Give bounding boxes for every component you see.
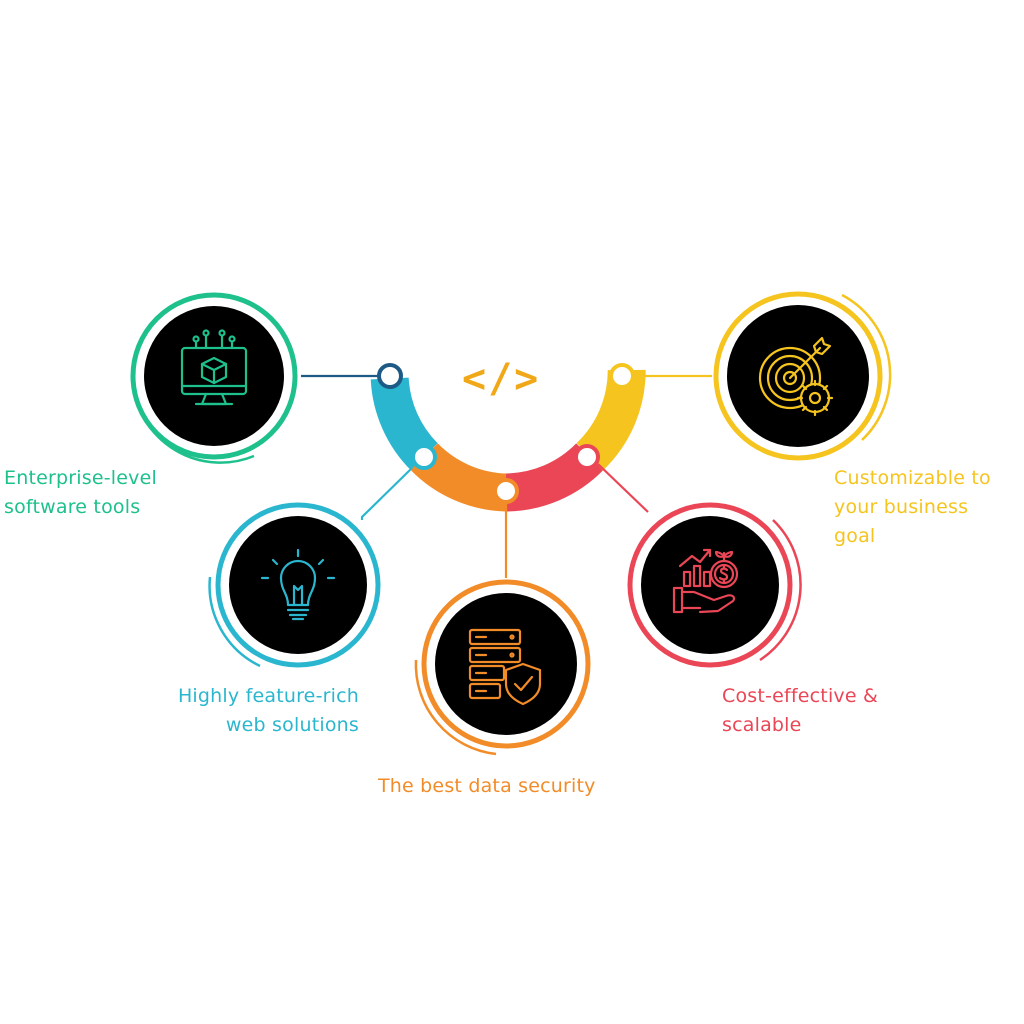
tail-ring bbox=[414, 659, 497, 756]
outer-ring bbox=[627, 502, 793, 668]
monitor-cube-icon bbox=[180, 329, 248, 406]
arc-segment-cyan bbox=[370, 376, 439, 471]
money-growth-hand-icon bbox=[672, 548, 739, 614]
item-enterprise bbox=[130, 292, 298, 464]
outer-ring bbox=[130, 292, 298, 460]
outer-ring bbox=[421, 579, 591, 749]
tail-ring bbox=[131, 383, 255, 464]
label-enterprise: Enterprise-level software tools bbox=[4, 464, 157, 522]
connectors bbox=[301, 374, 712, 578]
tail-ring bbox=[208, 576, 261, 668]
outer-ring bbox=[215, 502, 381, 668]
icon-bg bbox=[229, 516, 367, 654]
icon-bg bbox=[435, 593, 577, 735]
server-shield-icon bbox=[468, 628, 542, 706]
connector-cost bbox=[597, 463, 649, 513]
node-enterprise bbox=[377, 363, 403, 389]
label-line: Enterprise-level bbox=[4, 467, 157, 489]
label-line: Customizable to bbox=[834, 467, 991, 489]
node-security bbox=[493, 478, 519, 504]
item-highly bbox=[208, 502, 381, 668]
outer-ring bbox=[713, 291, 883, 461]
node-highly bbox=[411, 444, 437, 470]
item-security bbox=[414, 579, 591, 756]
label-line: goal bbox=[834, 525, 876, 547]
label-customizable: Customizable to your business goal bbox=[834, 464, 991, 551]
icon-bg bbox=[727, 305, 869, 447]
item-cost bbox=[627, 502, 802, 668]
arc-nodes bbox=[377, 363, 635, 504]
tail-ring bbox=[841, 293, 892, 441]
code-brackets-icon: </> bbox=[462, 356, 541, 402]
label-line: web solutions bbox=[225, 714, 359, 736]
tail-ring bbox=[759, 519, 802, 662]
label-line: scalable bbox=[722, 714, 802, 736]
label-line: your business bbox=[834, 496, 969, 518]
label-line: Cost-effective & bbox=[722, 685, 879, 707]
label-line: software tools bbox=[4, 496, 141, 518]
target-gear-icon bbox=[758, 336, 834, 417]
connector-highly bbox=[360, 467, 413, 520]
item-customizable bbox=[713, 291, 892, 461]
node-cost bbox=[574, 444, 600, 470]
label-highly: Highly feature-rich web solutions bbox=[141, 682, 359, 740]
label-cost: Cost-effective & scalable bbox=[722, 682, 878, 740]
label-line: Highly feature-rich bbox=[177, 685, 359, 707]
lightbulb-icon bbox=[260, 548, 336, 621]
label-security: The best data security bbox=[378, 772, 596, 801]
label-line: The best data security bbox=[378, 775, 596, 797]
node-customizable bbox=[609, 363, 635, 389]
